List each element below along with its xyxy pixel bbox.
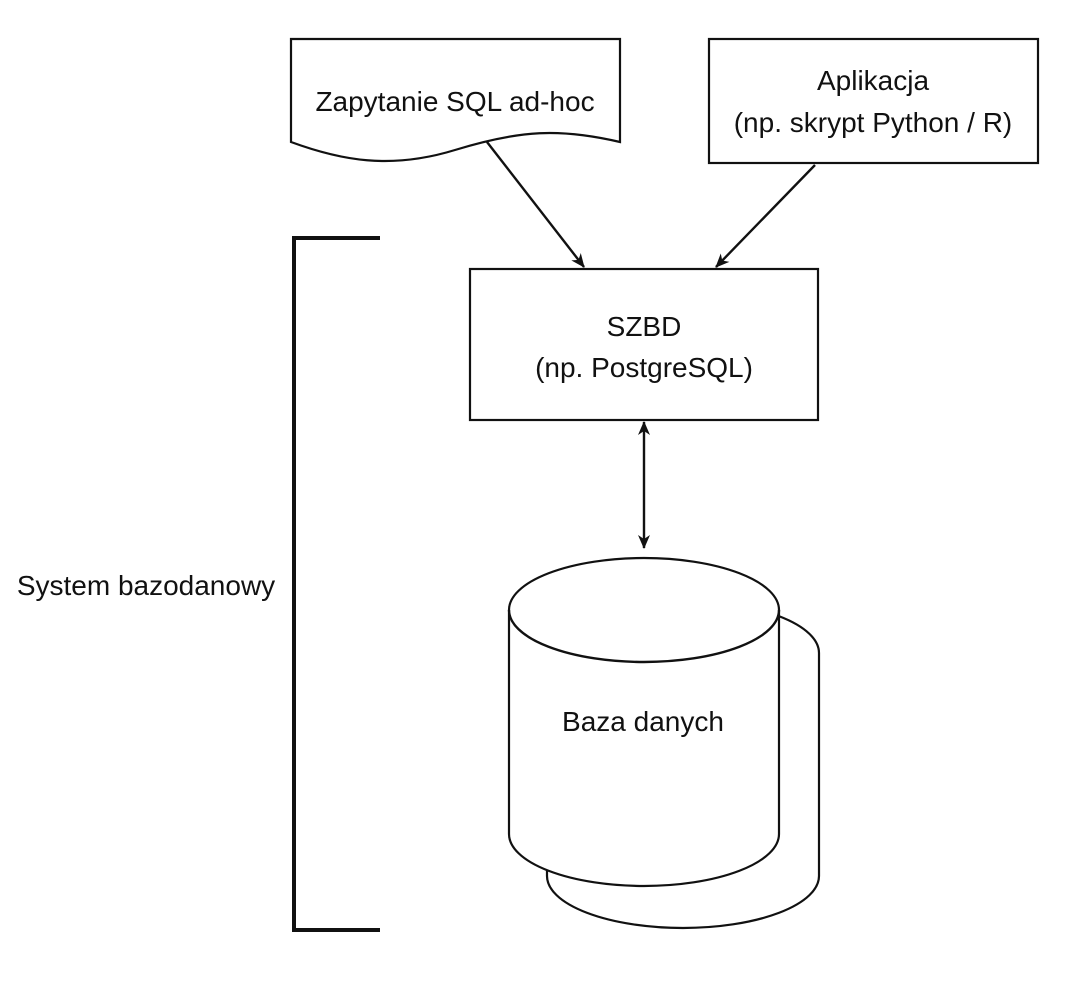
application-subtitle: (np. skrypt Python / R) [734,107,1013,138]
edge-application-to-dbms [715,164,816,268]
database-top-rim [507,609,781,664]
adhoc-query-node: Zapytanie SQL ad-hoc [289,37,622,163]
system-group-label: System bazodanowy [17,570,275,601]
adhoc-query-document-shape [289,37,622,163]
edge-adhoc-to-dbms [486,141,585,268]
database-front-cylinder [507,556,781,888]
application-node: Aplikacja (np. skrypt Python / R) [707,37,1040,165]
system-bracket [292,236,380,932]
dbms-box [468,267,820,422]
system-group: System bazodanowy [17,236,380,932]
dbms-title: SZBD [607,311,682,342]
application-box [707,37,1040,165]
database-node: Baza danych [507,556,821,930]
application-title: Aplikacja [817,65,929,96]
dbms-subtitle: (np. PostgreSQL) [535,352,753,383]
database-label: Baza danych [562,706,724,737]
adhoc-query-label: Zapytanie SQL ad-hoc [315,86,594,117]
dbms-node: SZBD (np. PostgreSQL) [468,267,820,422]
